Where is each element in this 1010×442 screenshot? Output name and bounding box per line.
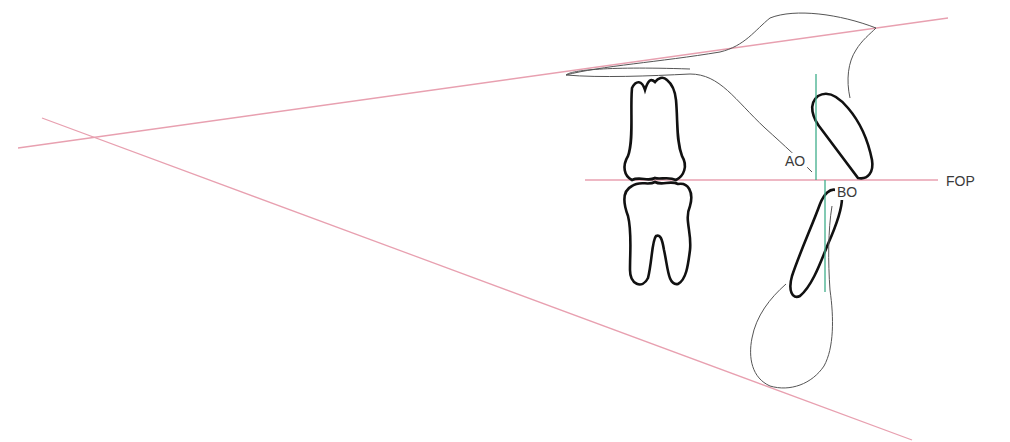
point-label: BO	[835, 184, 859, 200]
upper-molar	[625, 78, 685, 180]
palate-tip	[566, 68, 690, 75]
mandibular-plane-line	[42, 118, 912, 440]
point-label: AO	[783, 153, 807, 169]
lower-molar	[625, 182, 692, 284]
upper-incisor	[812, 94, 872, 179]
palatal-plane-line	[18, 18, 948, 148]
palate-outline	[566, 74, 812, 172]
lower-incisor	[790, 190, 842, 297]
plane-label: FOP	[944, 173, 977, 189]
chin-outline	[751, 206, 833, 388]
ao-perpendicular	[815, 74, 816, 180]
bo-perpendicular	[824, 180, 825, 292]
